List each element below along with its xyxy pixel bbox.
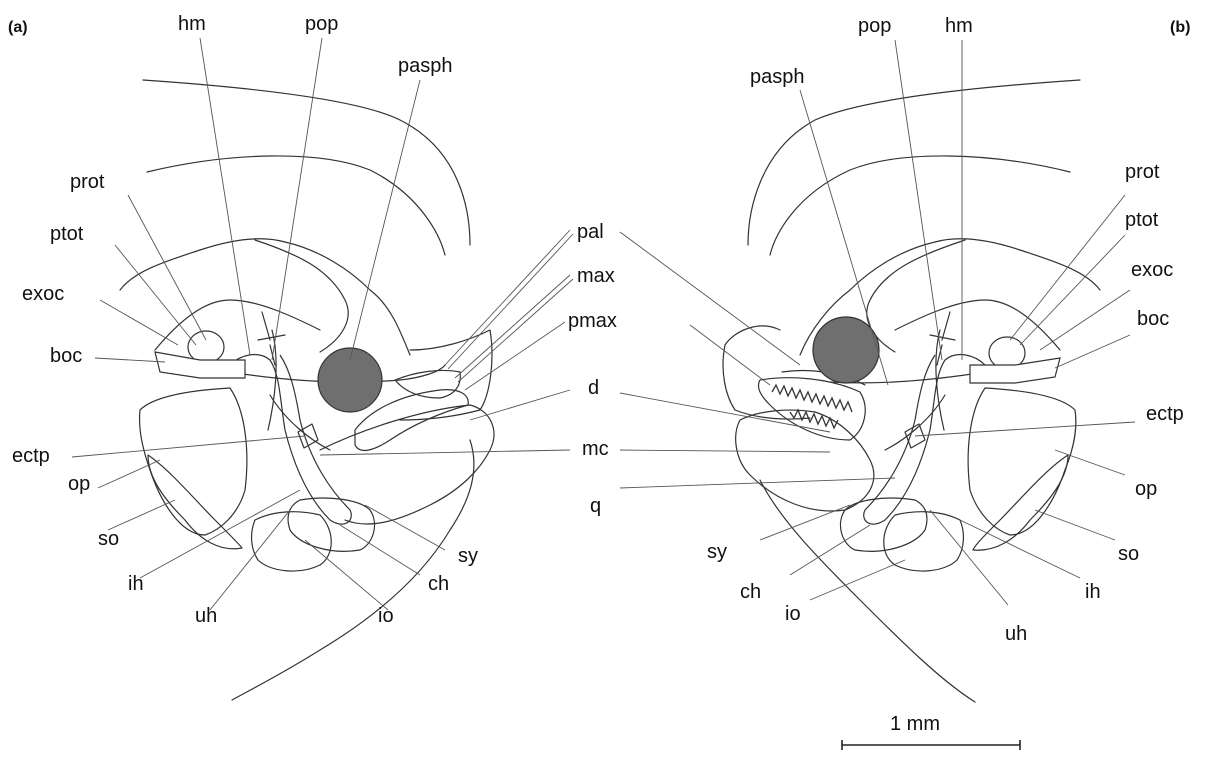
pop-process-a bbox=[268, 330, 276, 430]
leader-sy-a bbox=[365, 505, 445, 550]
leader-so-b bbox=[1035, 510, 1115, 540]
otic-bulb-a bbox=[188, 331, 224, 363]
leader-boc-a bbox=[95, 358, 165, 362]
label-so-b: so bbox=[1118, 543, 1139, 565]
leader-exoc-a bbox=[100, 300, 178, 345]
label-boc-a: boc bbox=[50, 345, 82, 367]
label-boc-b: boc bbox=[1137, 308, 1169, 330]
leader-io-a bbox=[305, 540, 388, 610]
scale-bar: 1 mm bbox=[842, 713, 1020, 750]
leader-mc-b bbox=[620, 450, 830, 452]
leader-hm-a bbox=[200, 38, 250, 355]
label-so-a: so bbox=[98, 528, 119, 550]
label-ptot-b: ptot bbox=[1125, 209, 1159, 231]
labels: (a) (b) hm pop pasph prot ptot exoc boc … bbox=[8, 13, 1190, 645]
label-uh-a: uh bbox=[195, 605, 217, 627]
leader-boc-b bbox=[1055, 335, 1130, 368]
label-ptot-a: ptot bbox=[50, 223, 84, 245]
subopercle-a bbox=[148, 455, 242, 549]
label-io-b: io bbox=[785, 603, 801, 625]
label-uh-b: uh bbox=[1005, 623, 1027, 645]
label-hm-b: hm bbox=[945, 15, 973, 37]
label-ih-a: ih bbox=[128, 573, 144, 595]
label-d: d bbox=[588, 377, 599, 399]
eye-a bbox=[318, 348, 382, 412]
label-pasph-a: pasph bbox=[398, 55, 453, 77]
leader-sy-b bbox=[760, 505, 850, 540]
leader-pop-a bbox=[272, 38, 322, 360]
leader-pop-b bbox=[895, 40, 942, 360]
leader-io-b bbox=[810, 560, 905, 600]
leader-ectp-a bbox=[72, 436, 305, 457]
scale-bar-label: 1 mm bbox=[890, 713, 940, 735]
leader-ih-a bbox=[140, 490, 300, 578]
leader-ch-a bbox=[340, 525, 420, 575]
label-q: q bbox=[590, 495, 601, 517]
head-outline-b bbox=[748, 80, 1080, 245]
label-ectp-a: ectp bbox=[12, 445, 50, 467]
label-pasph-b: pasph bbox=[750, 66, 805, 88]
leader-ectp-b bbox=[915, 422, 1135, 436]
leader-op-a bbox=[98, 460, 160, 488]
leader-so-a bbox=[108, 500, 175, 530]
lower-jaw-b bbox=[736, 410, 874, 511]
label-ectp-b: ectp bbox=[1146, 403, 1184, 425]
leader-lines-a bbox=[72, 38, 573, 610]
interopercle-b bbox=[884, 512, 964, 571]
subopercle-b bbox=[973, 455, 1068, 550]
label-pop-b: pop bbox=[858, 15, 891, 37]
label-op-a: op bbox=[68, 473, 90, 495]
snout-a bbox=[400, 330, 492, 420]
leader-d-a bbox=[470, 390, 570, 420]
label-sy-b: sy bbox=[707, 541, 727, 563]
label-prot-b: prot bbox=[1125, 161, 1160, 183]
label-io-a: io bbox=[378, 605, 394, 627]
label-ih-b: ih bbox=[1085, 581, 1101, 603]
leader-prot-a bbox=[128, 195, 206, 340]
label-ch-a: ch bbox=[428, 573, 449, 595]
neurocranium-a bbox=[120, 239, 410, 355]
panel-label-b: (b) bbox=[1170, 19, 1190, 36]
orbit-region-b bbox=[867, 240, 965, 352]
leader-ptot-a bbox=[115, 245, 196, 345]
interopercle-a bbox=[252, 512, 332, 571]
leader-pal-b bbox=[620, 232, 800, 365]
label-sy-a: sy bbox=[458, 545, 478, 567]
brain-arc-b bbox=[770, 156, 1070, 255]
label-hm-a: hm bbox=[178, 13, 206, 35]
panel-b-drawing bbox=[723, 80, 1100, 702]
panel-label-a: (a) bbox=[8, 19, 28, 36]
leader-prot-b bbox=[1010, 195, 1125, 340]
label-ch-b: ch bbox=[740, 581, 761, 603]
label-op-b: op bbox=[1135, 478, 1157, 500]
panel-a-drawing bbox=[120, 80, 494, 700]
leader-mc-a bbox=[320, 450, 570, 455]
label-prot-a: prot bbox=[70, 171, 105, 193]
label-exoc-a: exoc bbox=[22, 283, 64, 305]
label-mc: mc bbox=[582, 438, 609, 460]
jaw-tail-a bbox=[232, 440, 474, 700]
label-pal: pal bbox=[577, 221, 604, 243]
label-pop-a: pop bbox=[305, 13, 338, 35]
leader-pal-a2 bbox=[448, 234, 573, 369]
label-pmax: pmax bbox=[568, 310, 617, 332]
leader-max-a2 bbox=[458, 279, 573, 382]
label-exoc-b: exoc bbox=[1131, 259, 1173, 281]
leader-pasph-a bbox=[350, 80, 420, 360]
label-max: max bbox=[577, 265, 615, 287]
leader-pal-a1 bbox=[445, 230, 570, 365]
leader-max-a1 bbox=[455, 275, 570, 378]
leader-q-b bbox=[620, 478, 895, 488]
eye-b bbox=[813, 317, 879, 383]
leader-ih-b bbox=[960, 520, 1080, 578]
premaxilla-teeth-b bbox=[772, 385, 852, 412]
